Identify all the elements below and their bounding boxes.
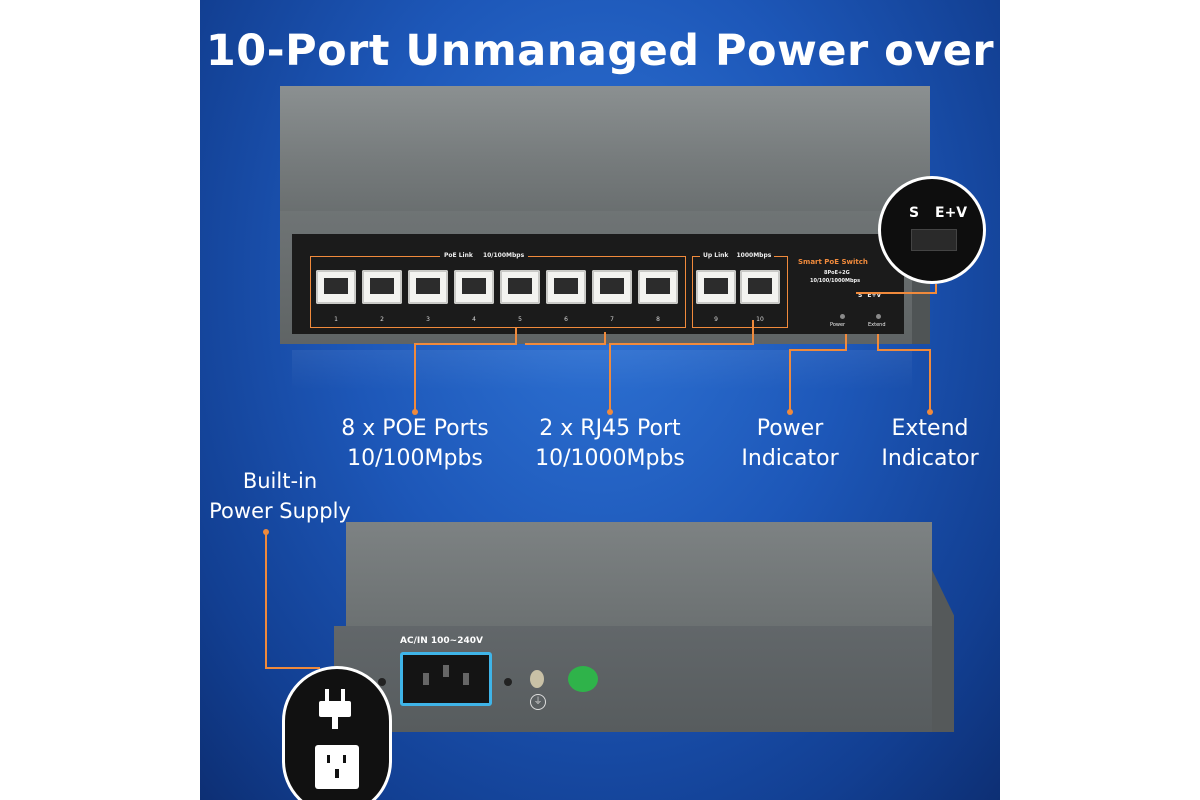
power-supply-callout: Built-in Power Supply (209, 469, 351, 523)
rj45-port-callout: 2 x RJ45 Port 10/1000Mpbs (535, 416, 685, 471)
wall-outlet-icon (315, 745, 359, 789)
zoom-switch-ev: E+V (935, 205, 968, 221)
callout-lines (263, 284, 937, 669)
extend-led (876, 314, 881, 319)
switch-front-device: PoE Link 10/100Mbps 1 2 3 4 5 6 7 8 Up Link 100… (280, 86, 930, 344)
port-number: 1 (334, 316, 338, 323)
ac-input-label: AC/IN 100~240V (400, 636, 483, 646)
port-number: 3 (426, 316, 430, 323)
extend-indicator-callout: Extend Indicator (881, 416, 979, 471)
port-number: 4 (472, 316, 476, 323)
port-number: 6 (564, 316, 568, 323)
power-callout-line (789, 334, 847, 410)
zoom-switch-s: S (909, 205, 920, 221)
power-led-label: Power (830, 322, 846, 328)
ground-symbol-icon: ⏚ (530, 694, 546, 710)
ac-power-socket (400, 652, 492, 706)
extend-callout-line (877, 334, 931, 410)
rear-side-face (932, 570, 954, 732)
screw-right-icon (504, 678, 512, 686)
poe-port (638, 270, 678, 304)
brand-title: Smart PoE Switch (798, 258, 868, 266)
port-number: 2 (380, 316, 384, 323)
poe-port (362, 270, 402, 304)
port-number: 8 (656, 316, 660, 323)
device-reflection (292, 350, 912, 390)
device-top-face (280, 86, 930, 211)
poe-ports-callout: 8 x POE Ports 10/100Mpbs (341, 416, 489, 471)
poe-link-label: PoE Link 10/100Mbps (440, 252, 529, 259)
brand-line1: 8PoE+2G (824, 270, 850, 276)
ground-terminal-icon (530, 670, 544, 688)
page-title: 10-Port Unmanaged Power over (205, 26, 995, 76)
zoom-switch-slider (911, 229, 957, 251)
poe-port (408, 270, 448, 304)
switch-rear-device: AC/IN 100~240V ⏚ (334, 522, 954, 732)
extend-led-label: Extend (868, 322, 886, 328)
plug-outlet-badge (282, 666, 392, 800)
brand-line2: 10/100/1000Mbps (810, 278, 861, 284)
power-plug-icon (319, 689, 355, 729)
power-indicator-callout: Power Indicator (741, 416, 839, 471)
certification-sticker-icon (568, 666, 598, 692)
uplink-port (696, 270, 736, 304)
poe-callout-line-right (525, 332, 606, 345)
poe-callout-line (414, 328, 517, 410)
uplink-label: Up Link 1000Mbps (700, 252, 775, 259)
poe-port (592, 270, 632, 304)
supply-callout-line (265, 530, 320, 669)
port-number: 9 (714, 316, 718, 323)
product-image: 10-Port Unmanaged Power over PoE Link 10… (200, 0, 1000, 800)
front-panel: PoE Link 10/100Mbps 1 2 3 4 5 6 7 8 Up Link 100… (292, 234, 904, 334)
rear-top-face (346, 522, 932, 626)
mode-switch-zoom: S E+V (878, 176, 986, 284)
port-number: 5 (518, 316, 522, 323)
mode-switch-label: S E+V (858, 292, 882, 299)
port-number: 10 (756, 316, 764, 323)
switch-zoom-line (856, 284, 937, 294)
power-led (840, 314, 845, 319)
port-number: 7 (610, 316, 614, 323)
poe-port (500, 270, 540, 304)
poe-port (454, 270, 494, 304)
poe-port (546, 270, 586, 304)
rj45-callout-line (609, 320, 754, 410)
uplink-port (740, 270, 780, 304)
poe-port (316, 270, 356, 304)
screw-left-icon (378, 678, 386, 686)
